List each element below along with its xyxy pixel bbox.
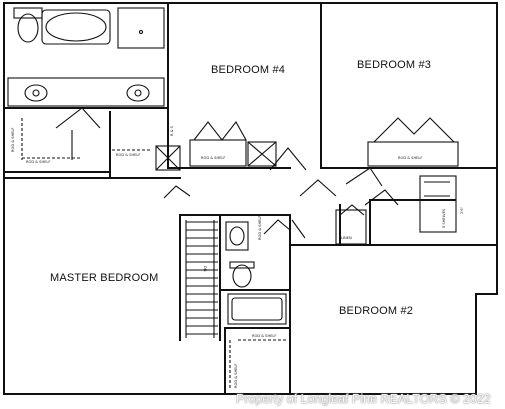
label-rod-shelf-hall: ROD & SHELF: [258, 215, 262, 240]
label-dimension: 2'6": [460, 206, 464, 214]
bed3-closet: [367, 141, 459, 167]
room-label-bedroom-2: BEDROOM #2: [339, 305, 414, 317]
toilet-master: [17, 13, 39, 43]
hall-tub: [227, 293, 287, 325]
bed4-closet: [189, 139, 247, 167]
label-rod-shelf-b2-top: ROD & SHELF: [252, 334, 277, 338]
tub-basin: [45, 12, 107, 42]
bed3-side-closet: [419, 175, 457, 233]
hvac-chase-right: [247, 141, 277, 167]
label-linen: LINEN: [341, 236, 352, 240]
room-label-bedroom-3: BEDROOM #3: [357, 59, 432, 71]
shower: [117, 7, 165, 49]
linen-closet: [335, 209, 367, 245]
room-label-master-bedroom: MASTER BEDROOM: [50, 272, 159, 284]
label-rod-shelf-b2-side: ROD & SHELF: [234, 363, 238, 388]
outer-wall: [3, 2, 498, 395]
label-stair-dn: DN: [203, 266, 207, 272]
label-shelves: 5 SHELVES: [442, 208, 446, 228]
label-r-and-s: R & S: [170, 126, 174, 136]
bathtub: [41, 9, 111, 45]
vanity: [7, 77, 165, 107]
wall-linen: [369, 199, 456, 246]
room-label-bedroom-4: BEDROOM #4: [211, 64, 286, 76]
hvac-chase-left: [155, 145, 181, 171]
label-rod-shelf-lower: ROD & SHELF: [26, 160, 51, 164]
sink-right: [126, 84, 150, 102]
label-rod-shelf-center: ROD & SHELF: [201, 156, 226, 160]
label-rod-shelf-bed3: ROD & SHELF: [398, 156, 423, 160]
label-rod-shelf-right: ROD & SHELF: [116, 153, 141, 157]
hall-bath-sink: [225, 221, 249, 251]
watermark-text: Property of Longleaf Pine REALTORS © 202…: [236, 392, 491, 406]
hall-toilet: [232, 264, 252, 288]
staircase: [185, 220, 218, 338]
label-rod-shelf-vert: ROD & SHELF: [11, 127, 15, 152]
sink-left: [24, 84, 48, 102]
